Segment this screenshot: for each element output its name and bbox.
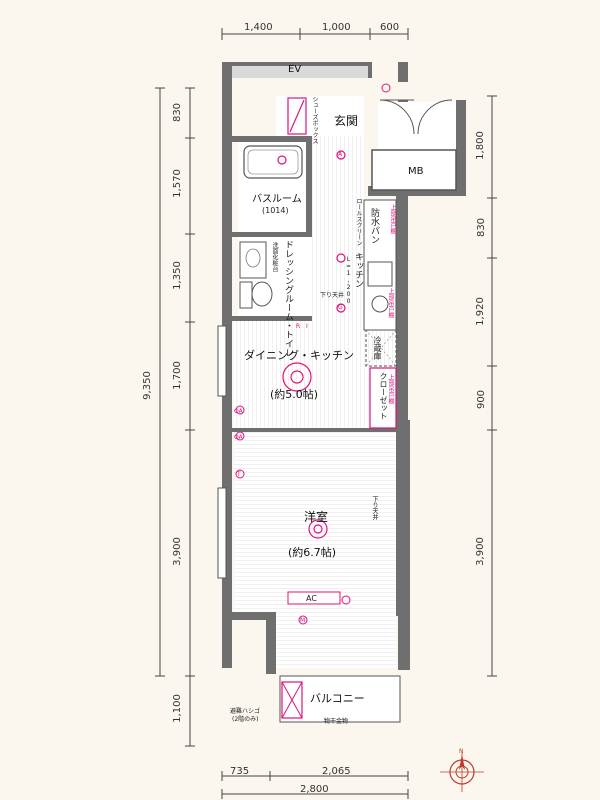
dim-top-3: 600 bbox=[380, 22, 400, 33]
escape-note-label: (2階のみ) bbox=[232, 716, 259, 723]
right-dimension-line bbox=[487, 95, 497, 677]
dim-left-830: 830 bbox=[172, 102, 184, 123]
left-dimension-line bbox=[155, 87, 195, 747]
waterproof-pan-label: 防水パン bbox=[369, 208, 379, 244]
washstand-label: 洗面化粧台 bbox=[271, 242, 278, 272]
dim-top-2: 1,000 bbox=[322, 22, 351, 33]
dim-left-1350: 1,350 bbox=[171, 261, 183, 290]
dim-left-3900: 3,900 bbox=[171, 537, 183, 566]
ac-label: AC bbox=[306, 594, 317, 603]
l-size-label: L=1,200 bbox=[345, 256, 352, 305]
top-dimension-line bbox=[221, 28, 409, 40]
closet-label: クローゼット bbox=[379, 372, 388, 420]
bathroom-size: (1014) bbox=[262, 206, 289, 215]
toilet bbox=[251, 281, 273, 307]
lowered-ceiling-label-2: 下り天井 bbox=[371, 496, 378, 520]
mark-a: A bbox=[338, 151, 343, 158]
shoe-box-label: シューズボックス bbox=[311, 96, 318, 144]
fridge-label: 冷蔵庫 bbox=[373, 336, 382, 360]
mark-i: I bbox=[306, 323, 308, 330]
western-room-size: (約6.7帖) bbox=[288, 546, 337, 559]
mark-r: R bbox=[296, 323, 301, 330]
mark-oa-1: OA bbox=[234, 408, 243, 415]
dining-kitchen-size: (約5.0帖) bbox=[270, 388, 319, 401]
dim-left-1570: 1,570 bbox=[171, 169, 183, 198]
dim-right-1920: 1,920 bbox=[474, 297, 486, 326]
compass-icon bbox=[440, 752, 484, 792]
mark-t: T bbox=[237, 471, 241, 478]
mark-m: M bbox=[300, 617, 306, 624]
roll-screen-label: ロールスクリーン bbox=[355, 198, 362, 246]
lowered-ceiling-label-1: 下り天井 bbox=[320, 292, 345, 299]
dim-bottom-2065: 2,065 bbox=[322, 766, 351, 777]
dim-right-900: 900 bbox=[476, 389, 488, 410]
mb-box bbox=[371, 149, 457, 191]
mark-oa-2: OA bbox=[234, 434, 243, 441]
dim-left-9350: 9,350 bbox=[141, 371, 153, 400]
dim-right-1800: 1,800 bbox=[474, 131, 486, 160]
small-markers bbox=[235, 83, 391, 625]
bathroom-label: バスルーム bbox=[252, 194, 302, 205]
ac-unit bbox=[287, 591, 341, 605]
dim-top-1: 1,400 bbox=[244, 22, 273, 33]
dining-kitchen-label: ダイニング・キッチン bbox=[244, 349, 354, 362]
bottom-dimension-line bbox=[221, 771, 409, 799]
upper-shelf-label-3: 上部吊戸棚 bbox=[387, 374, 394, 404]
dim-right-830: 830 bbox=[476, 217, 488, 238]
balcony-label: バルコニー bbox=[310, 692, 365, 705]
dim-left-1100: 1,100 bbox=[171, 694, 183, 723]
compass-north-label: N bbox=[459, 748, 464, 755]
escape-ladder bbox=[281, 681, 303, 719]
windows-left bbox=[217, 325, 227, 579]
dressing-room-label: ドレッシングルーム・トイレ bbox=[283, 240, 293, 357]
washstand bbox=[239, 241, 267, 279]
ev-label: EV bbox=[288, 64, 302, 75]
ceiling-lights bbox=[277, 150, 346, 539]
upper-shelf-label-2: 上部吊戸棚 bbox=[387, 288, 394, 318]
upper-shelf-label-1: 上部吊戸棚 bbox=[389, 204, 396, 234]
fridge-space bbox=[365, 329, 397, 367]
entry-door bbox=[379, 99, 453, 135]
escape-ladder-label: 避難ハシゴ bbox=[230, 708, 261, 715]
mark-g: G bbox=[338, 304, 343, 311]
dim-bottom-2800: 2,800 bbox=[300, 784, 329, 795]
dim-bottom-735: 735 bbox=[230, 766, 250, 777]
closet bbox=[369, 367, 397, 429]
bathtub bbox=[243, 145, 303, 179]
kitchen-label: キッチン bbox=[353, 252, 363, 288]
drying-label: 物干金物 bbox=[324, 718, 349, 725]
dim-left-1700: 1,700 bbox=[171, 361, 183, 390]
ev-area bbox=[232, 66, 368, 78]
western-room-label: 洋室 bbox=[304, 510, 329, 524]
entrance-label: 玄関 bbox=[334, 114, 359, 128]
mb-label: MB bbox=[408, 166, 424, 177]
dim-right-3900: 3,900 bbox=[474, 537, 486, 566]
sink bbox=[367, 261, 393, 287]
